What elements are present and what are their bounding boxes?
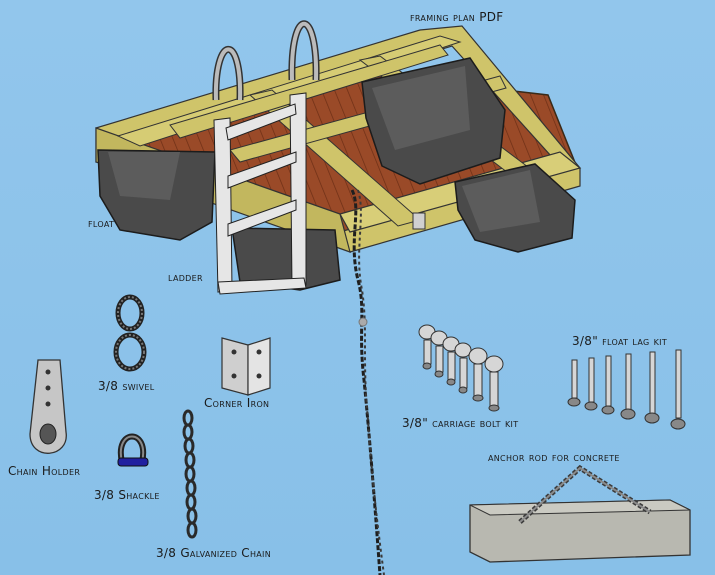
- framing-plan-label[interactable]: framing plan PDF: [410, 10, 504, 24]
- float-front: [231, 227, 341, 291]
- shackle-drawing: [117, 433, 149, 467]
- chain-holder-label: Chain Holder: [8, 464, 81, 478]
- ladder-rung-3: [227, 199, 297, 237]
- ladder-rail-right: [289, 92, 307, 288]
- hanging-chain: [350, 189, 385, 575]
- ladder-label: ladder: [168, 270, 203, 284]
- galvanized-chain-drawing: [182, 409, 198, 539]
- float-right-face: [462, 170, 540, 232]
- float-back-face: [372, 66, 470, 150]
- lag-bolts-drawing: [567, 349, 686, 430]
- chain-holder-drawing: [29, 359, 67, 454]
- anchor-rod-label: anchor rod for concrete: [488, 450, 620, 464]
- corner-iron-drawing: [221, 337, 271, 396]
- float-label: float: [88, 216, 115, 230]
- swivel-label: 3/8 swivel: [98, 379, 155, 393]
- chain-shackle: [358, 317, 368, 327]
- anchor-block-drawing: [469, 464, 691, 563]
- galvanized-chain-label: 3/8 Galvanized Chain: [156, 546, 271, 560]
- float-left-face: [108, 152, 180, 200]
- corner-iron-label: Corner Iron: [204, 396, 270, 410]
- joist-3: [169, 44, 449, 139]
- shackle-label: 3/8 Shackle: [94, 488, 160, 502]
- floats: [97, 57, 576, 291]
- ladder-drawing: [212, 20, 320, 295]
- carriage-bolts-drawing: [418, 324, 504, 412]
- corner-iron-on-dock: [412, 212, 426, 230]
- ladder-base: [217, 277, 307, 295]
- float-lag-kit-label: 3/8" float lag kit: [572, 334, 668, 348]
- carriage-bolt-kit-label: 3/8" carriage bolt kit: [402, 416, 519, 430]
- ladder-rail-left: [213, 117, 233, 293]
- swivel-drawing: [113, 294, 147, 372]
- ladder-rung-2: [227, 151, 297, 189]
- ladder-rung-1: [225, 103, 297, 141]
